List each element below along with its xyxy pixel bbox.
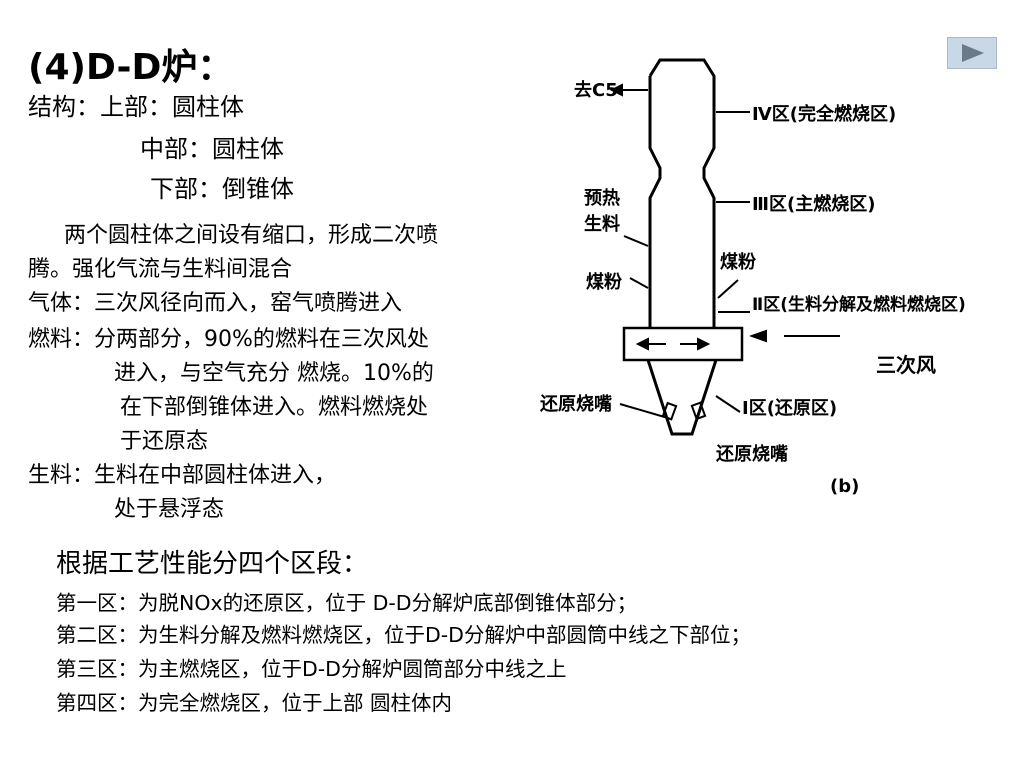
tertiary-air-label: 三次风 [876,353,936,377]
zone-1-label: Ⅰ区(还原区) [742,398,837,419]
zone-3-label: Ⅲ区(主燃烧区) [752,193,875,215]
coal-right-label: 煤粉 [720,251,756,273]
fuel-line-2: 进入，与空气充分 燃烧。10%的 [114,361,434,386]
play-triangle-icon [962,44,984,62]
fuel-line-3: 在下部倒锥体进入。燃料燃烧处 [120,395,429,420]
zone-4-label: Ⅳ区(完全燃烧区) [752,103,896,125]
zones-heading: 根据工艺性能分四个区段： [56,549,369,579]
structure-middle: 中部：圆柱体 [140,135,284,163]
coal-left-label: 煤粉 [586,271,622,293]
fuel-line-4: 于还原态 [120,429,209,454]
desc-line-1: 两个圆柱体之间设有缩口，形成二次喷 [64,223,439,248]
zone-2-text: 第二区：为生料分解及燃料燃烧区，位于D-D分解炉中部圆筒中线之下部位； [56,623,751,647]
to-c5-label: 去C5 [574,79,618,101]
structure-upper: 结构：上部：圆柱体 [28,93,244,121]
calciner-right-wall [648,58,716,328]
slide-title: (4)D-D炉： [28,47,234,88]
calciner-left-wall [648,76,662,328]
preheat-label-1: 预热 [584,187,620,209]
zone-1-text: 第一区：为脱NOx的还原区，位于 D-D分解炉底部倒锥体部分； [56,591,638,615]
zone-4-text: 第四区：为完全燃烧区，位于上部 圆柱体内 [56,691,453,715]
fuel-line-1: 燃料：分两部分，90%的燃料在三次风处 [28,327,429,352]
dd-calciner-diagram: 去C5 Ⅳ区(完全燃烧区) Ⅲ区(主燃烧区) Ⅱ区(生料分解及燃料燃烧区) Ⅰ区… [540,58,966,497]
zone-3-text: 第三区：为主燃烧区，位于D-D分解炉圆筒部分中线之上 [56,657,567,681]
raw-line-2: 处于悬浮态 [114,497,225,522]
inverted-cone [646,359,718,436]
burner-left-label: 还原烧嘴 [540,394,612,415]
preheat-label-2: 生料 [584,213,620,235]
tertiary-air-duct [622,326,744,362]
zone-2-label: Ⅱ区(生料分解及燃料燃烧区) [752,294,966,315]
burner-right-label: 还原烧嘴 [715,444,788,465]
gas-line: 气体：三次风径向而入，窑气喷腾进入 [28,291,403,316]
desc-line-2: 腾。强化气流与生料间混合 [28,257,293,282]
structure-lower: 下部：倒锥体 [150,175,294,203]
raw-line-1: 生料：生料在中部圆柱体进入， [28,463,337,488]
diagram-caption: (b) [830,476,859,497]
next-slide-button[interactable] [947,37,997,69]
